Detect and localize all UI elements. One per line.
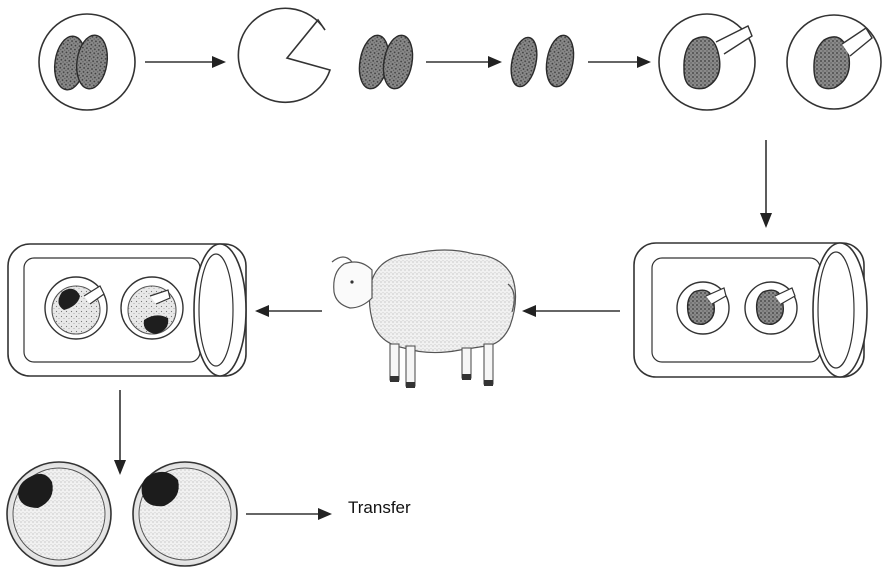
arrow-transfer <box>246 508 332 520</box>
half-embryo-left <box>659 14 755 110</box>
arrow-left-1 <box>522 305 620 317</box>
empty-zona <box>238 8 330 102</box>
blastocyst-left <box>7 462 111 566</box>
half-embryo-right <box>787 15 881 109</box>
transfer-label: Transfer <box>348 498 411 518</box>
arrow-down-right <box>760 140 772 228</box>
two-cell-embryo <box>39 14 135 110</box>
arrow-left-2 <box>255 305 322 317</box>
agar-cylinder-left <box>8 244 246 376</box>
arrow-right-1 <box>145 56 226 68</box>
agar-cylinder-right <box>634 243 867 377</box>
sheep-icon <box>332 250 516 388</box>
removed-blastomeres <box>356 33 417 91</box>
arrow-down-left <box>114 390 126 475</box>
arrow-right-3 <box>588 56 651 68</box>
blastocyst-right <box>133 462 237 566</box>
arrow-right-2 <box>426 56 502 68</box>
separated-blastomeres <box>507 33 577 89</box>
